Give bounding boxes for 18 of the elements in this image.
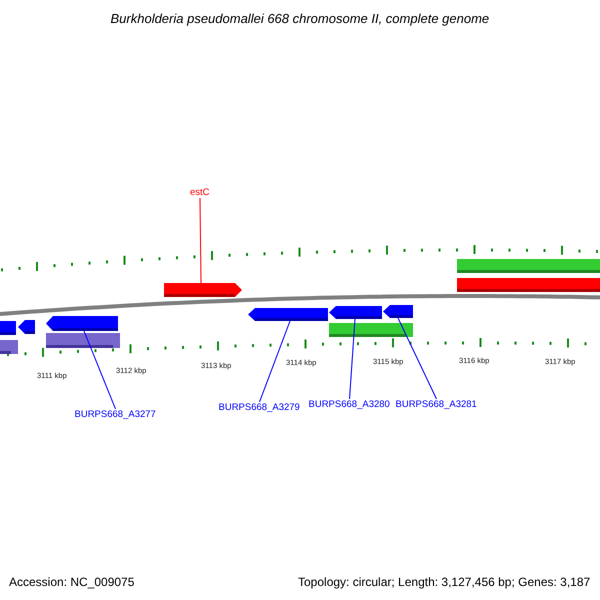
gene-label: estC	[190, 187, 210, 198]
gene-label: BURPS668_A3281	[396, 399, 477, 410]
footer-text: Accession: NC_009075	[9, 575, 134, 589]
gene-feature	[383, 305, 413, 318]
leader-line	[398, 318, 437, 400]
gene-label: BURPS668_A3280	[308, 399, 390, 410]
gene-label: BURPS668_A3279	[218, 402, 300, 413]
leader-line	[259, 320, 290, 402]
gene-feature	[329, 306, 382, 319]
footer-text: Topology: circular; Length: 3,127,456 bp; Genes: 3,187	[298, 575, 590, 589]
gene-feature	[248, 308, 328, 321]
gene-feature	[164, 283, 242, 297]
leader-line	[200, 198, 202, 284]
title: Burkholderia pseudomallei 668 chromosome II, complete genome	[110, 11, 490, 26]
leader-line	[349, 318, 356, 400]
gene-feature	[46, 316, 118, 331]
leader-line	[84, 330, 116, 410]
gene-label: BURPS668_A3277	[74, 409, 156, 420]
